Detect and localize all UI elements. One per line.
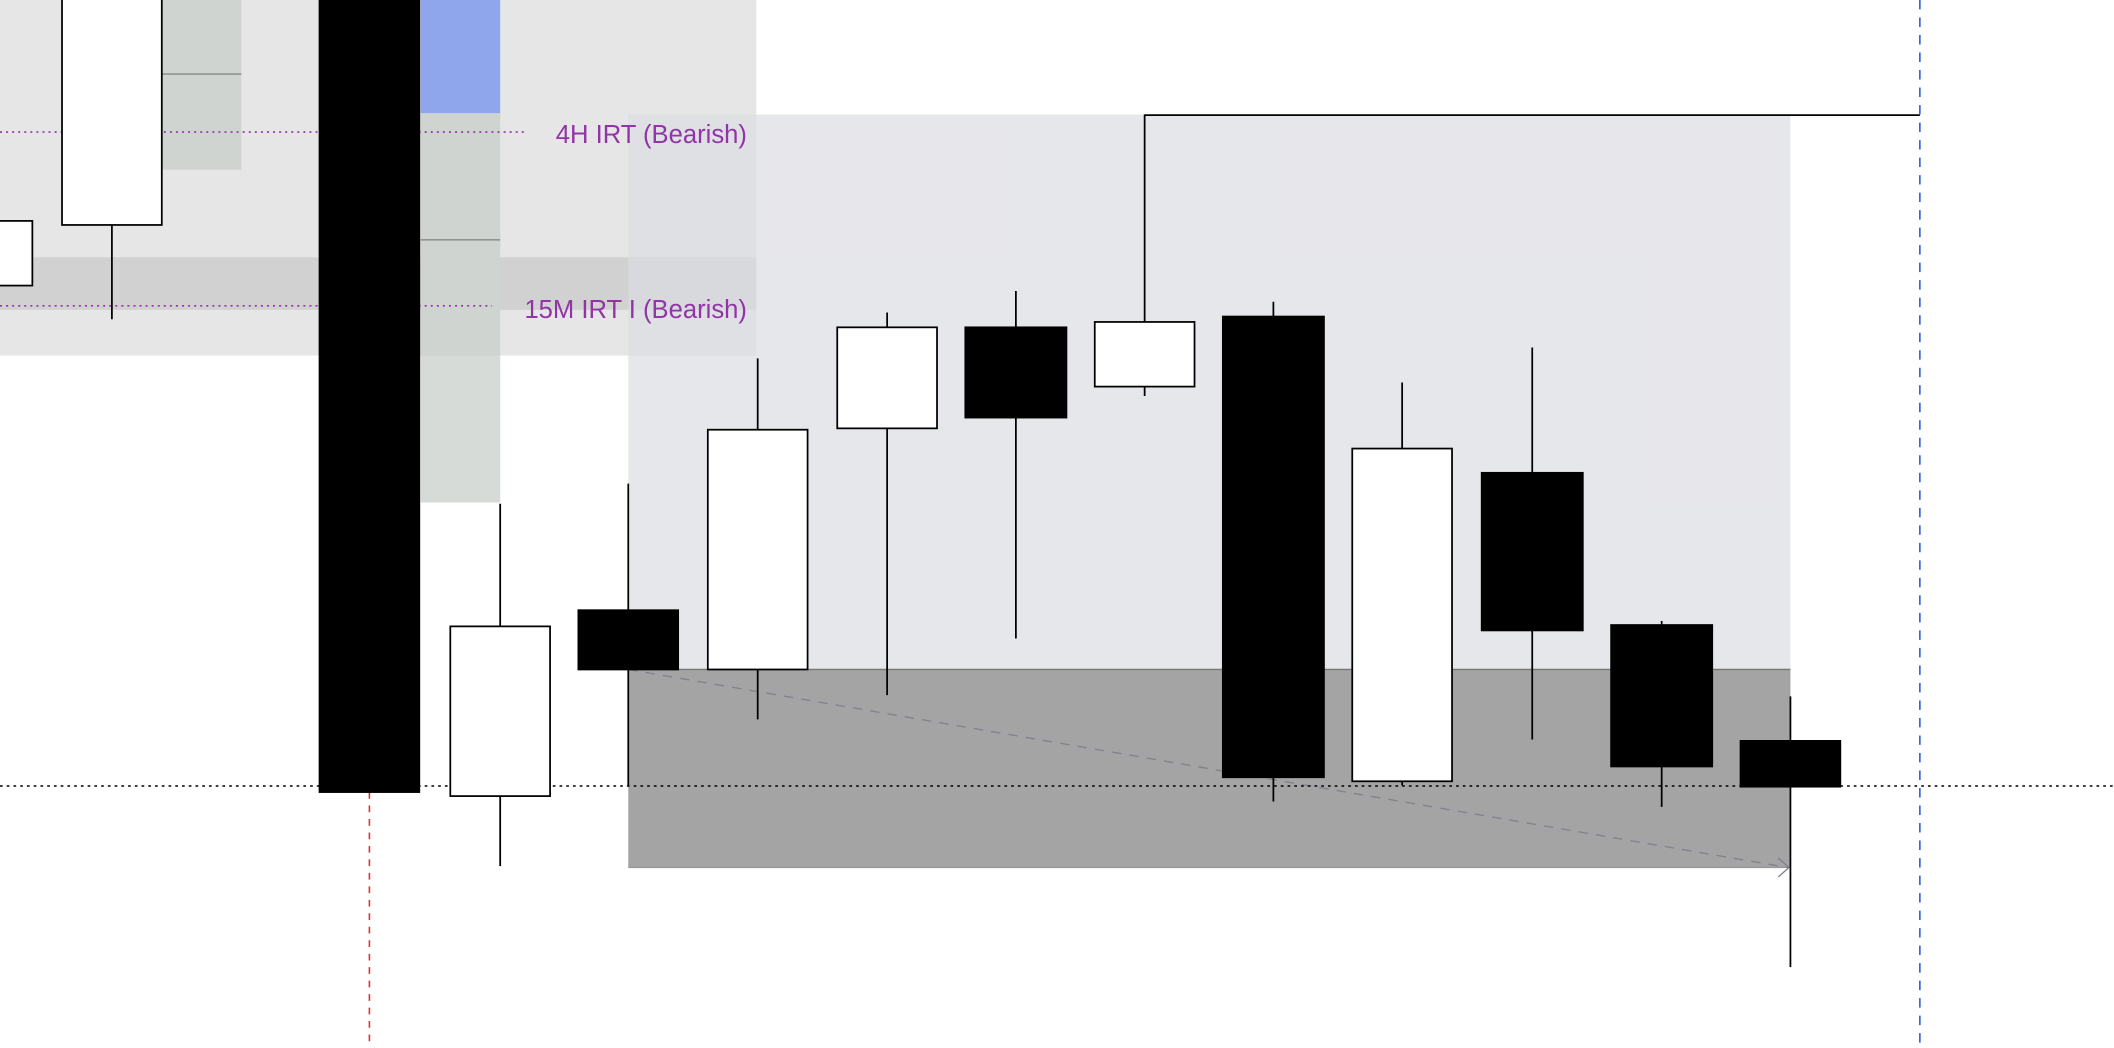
premium-zone[interactable]	[628, 114, 1791, 670]
irt-15m-label: 15M IRT I (Bearish)	[524, 296, 746, 324]
candle-body-bullish	[1351, 447, 1453, 783]
candle-2[interactable]	[61, 0, 163, 320]
candle-body-bullish	[0, 220, 34, 287]
candle-body-bullish	[1093, 321, 1196, 388]
fvg-box-2-upper	[420, 113, 501, 356]
candle-8[interactable]	[964, 290, 1068, 639]
candle-body-bullish	[706, 428, 809, 671]
candle-body-bearish	[1739, 739, 1842, 788]
candle-10[interactable]	[1221, 301, 1325, 802]
candle-body-bullish	[61, 0, 163, 226]
candle-body-bearish	[577, 609, 680, 671]
blue-box	[420, 0, 501, 114]
candle-body-bearish	[964, 326, 1068, 419]
candle-11[interactable]	[1351, 382, 1453, 786]
irt-4h-label: 4H IRT (Bearish)	[556, 121, 747, 149]
candles	[0, 0, 1842, 968]
candle-body-bearish	[1610, 624, 1714, 768]
candle-12[interactable]	[1480, 347, 1584, 740]
trend-arrow-head	[1777, 857, 1791, 878]
candle-7[interactable]	[836, 312, 938, 696]
trend-arrow-line[interactable]	[628, 668, 1788, 869]
candle-14[interactable]	[1739, 696, 1842, 968]
candle-3[interactable]	[318, 0, 421, 793]
candle-6[interactable]	[706, 358, 809, 720]
candle-body-bullish	[449, 625, 551, 797]
fvg-box-1	[161, 0, 242, 170]
candle-1[interactable]	[0, 220, 34, 287]
candle-9[interactable]	[1093, 114, 1196, 397]
candle-body-bullish	[836, 326, 938, 430]
candle-4[interactable]	[449, 503, 551, 867]
candle-13[interactable]	[1610, 620, 1714, 807]
candle-body-bearish	[1221, 315, 1325, 779]
candle-body-bearish	[318, 0, 421, 793]
candle-5[interactable]	[577, 483, 680, 786]
candle-body-bearish	[1480, 471, 1584, 632]
